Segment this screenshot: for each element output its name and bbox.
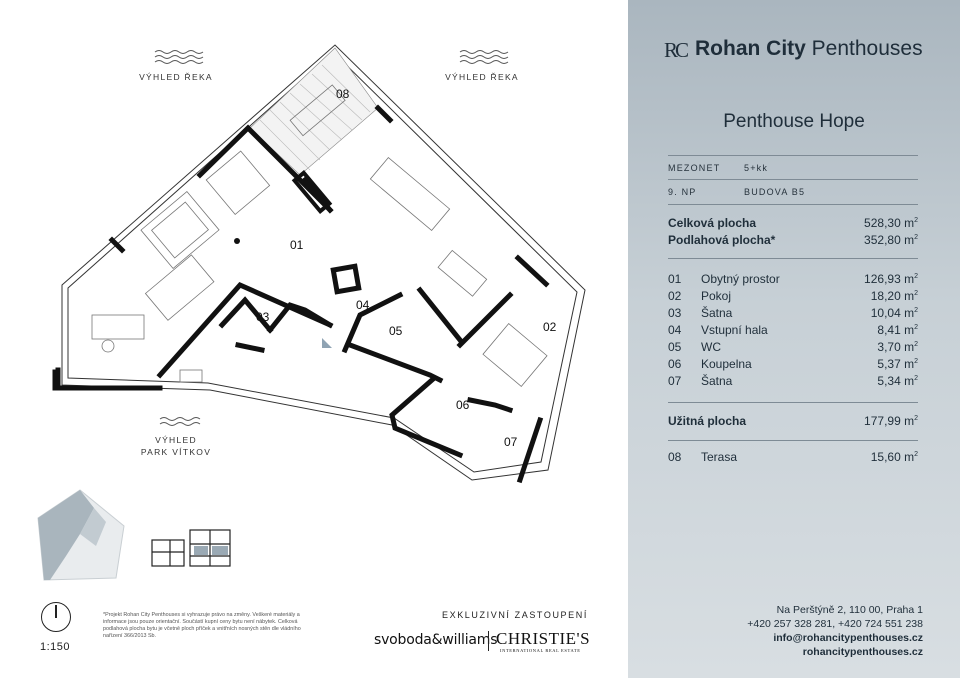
disclaimer: *Projekt Rohan City Penthouses si vyhraz… <box>103 612 301 639</box>
usable-area-value: 177,99 m2 <box>864 414 918 428</box>
meta-type: MEZONET <box>668 163 721 173</box>
north-arrow-icon <box>41 602 71 632</box>
view-park: VÝHLED PARK VÍTKOV <box>126 434 226 458</box>
divider <box>668 440 918 441</box>
view-river-right: VÝHLED ŘEKA <box>445 72 519 82</box>
stair-marker <box>234 238 240 244</box>
contact-web[interactable]: rohancitypenthouses.cz <box>802 646 923 658</box>
walls <box>52 104 550 484</box>
label-07: 07 <box>504 435 518 449</box>
meta-floor: 9. NP <box>668 187 697 197</box>
divider <box>668 155 918 156</box>
view-river-left: VÝHLED ŘEKA <box>139 72 213 82</box>
penthouse-title: Penthouse Hope <box>723 111 865 132</box>
label-02: 02 <box>543 320 557 334</box>
contact-block: Na Perštýně 2, 110 00, Praha 1 +420 257 … <box>663 603 923 659</box>
label-03: 03 <box>256 310 270 324</box>
floor-area-value: 352,80 m2 <box>864 233 918 247</box>
label-04: 04 <box>356 298 370 312</box>
brand-name-rest: Penthouses <box>805 37 923 60</box>
total-area-value: 528,30 m2 <box>864 216 918 230</box>
meta-building: BUDOVA B5 <box>744 187 806 197</box>
furniture <box>91 84 548 387</box>
divider <box>668 179 918 180</box>
contact-address: Na Perštýně 2, 110 00, Praha 1 <box>776 604 923 616</box>
divider <box>668 402 918 403</box>
location-minimap <box>37 489 125 581</box>
view-park-line1: VÝHLED <box>155 435 197 445</box>
agency-christies-sub: INTERNATIONAL REAL ESTATE <box>500 648 581 653</box>
floor-plan: 08 01 03 04 05 02 06 07 <box>52 44 586 484</box>
entrance-marker <box>322 338 332 348</box>
plan-outline-inner <box>67 51 578 473</box>
agency-logo-svoboda: svoboda&williams <box>374 632 498 648</box>
room-labels: 08 01 03 04 05 02 06 07 <box>256 87 557 449</box>
terrace-08 <box>249 47 379 176</box>
divider <box>668 258 918 259</box>
total-area-label: Celková plocha <box>668 216 757 230</box>
usable-area-label: Užitná plocha <box>668 414 747 428</box>
label-06: 06 <box>456 398 470 412</box>
total-area-row: Celková plocha 528,30 m2 <box>668 216 918 232</box>
column-block <box>291 170 362 295</box>
floor-area-row: Podlahová plocha* 352,80 m2 <box>668 233 918 249</box>
exclusive-representation: EXKLUZIVNÍ ZASTOUPENÍ <box>442 610 588 620</box>
agency-divider <box>488 631 489 651</box>
building-section <box>151 529 231 567</box>
meta-layout: 5+kk <box>744 163 769 173</box>
rc-monogram-icon: RC <box>664 38 689 62</box>
label-05: 05 <box>389 324 403 338</box>
label-01: 01 <box>290 238 304 252</box>
divider <box>668 204 918 205</box>
label-08: 08 <box>336 87 350 101</box>
brand-name: Rohan City Penthouses <box>695 37 923 61</box>
agency-logo-christies: CHRISTIE'S <box>496 629 591 648</box>
view-park-line2: PARK VÍTKOV <box>140 447 212 457</box>
waves-icon-bottom <box>159 417 201 426</box>
brand-name-bold: Rohan City <box>695 37 806 60</box>
waves-icon-right <box>459 50 509 64</box>
floor-plan-sheet: 08 01 03 04 05 02 06 07 VÝHLED ŘEKA VÝHL… <box>37 44 591 653</box>
waves-icon-left <box>154 50 204 64</box>
contact-phones[interactable]: +420 257 328 281, +420 724 551 238 <box>747 618 923 630</box>
info-panel <box>628 0 960 678</box>
contact-email[interactable]: info@rohancitypenthouses.cz <box>773 632 923 644</box>
floor-area-label: Podlahová plocha* <box>668 233 776 247</box>
usable-area-row: Užitná plocha 177,99 m2 <box>668 414 918 430</box>
scale-label: 1:150 <box>40 641 71 653</box>
